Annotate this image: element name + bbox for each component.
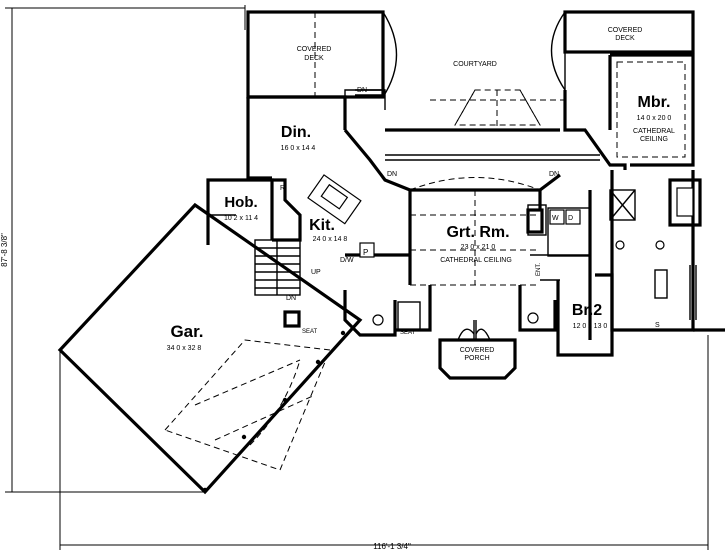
dn-stair-label: DN (286, 295, 296, 302)
kitchen: P D/W R (272, 174, 410, 264)
covered-deck-right-label-1: COVERED (608, 27, 643, 34)
kitchen-size: 24 0 x 14 8 (313, 236, 348, 243)
covered-porch-label-1: COVERED (460, 347, 495, 354)
pantry-label: P (363, 248, 368, 257)
hobby-room-name: Hob. (224, 194, 257, 211)
entry-label: ENT. (536, 263, 542, 276)
dishwasher-label: D/W (340, 257, 354, 264)
entry (343, 285, 557, 337)
overall-depth-label: 87'-8 3/8" (0, 233, 9, 267)
seat-garage-label: SEAT (302, 329, 318, 335)
kitchen-name: Kit. (309, 217, 335, 234)
shower-label: S (655, 322, 660, 329)
master-bedroom-size: 14 0 x 20 0 (637, 115, 672, 122)
up-stair-label: UP (311, 269, 321, 276)
covered-porch (438, 320, 517, 380)
great-room-name: Grt. Rm. (446, 224, 509, 241)
dryer-label: D (568, 215, 573, 222)
hobby-room-size: 10 2 x 11 4 (224, 215, 258, 222)
seat-entry-label: SEAT (400, 330, 416, 336)
dining-room-size: 16 0 x 14 4 (281, 145, 316, 152)
dining-room (246, 89, 386, 180)
master-bedroom-name: Mbr. (638, 94, 671, 111)
stairs (254, 239, 301, 328)
master-bedroom (563, 53, 695, 170)
garage-name: Gar. (170, 322, 203, 341)
utility-rooms (526, 190, 592, 340)
refrigerator-label: R (280, 185, 285, 192)
courtyard-label: COURTYARD (453, 61, 497, 68)
garage (57, 202, 363, 495)
covered-deck-left-label-1: COVERED (297, 46, 332, 53)
garage-size: 34 0 x 32 8 (167, 345, 202, 352)
overall-width-label: 116'-1 3/4" (373, 542, 411, 551)
covered-deck-left-label-2: DECK (304, 55, 324, 62)
dn-deck-label: DN (357, 87, 367, 94)
dining-room-name: Din. (281, 124, 311, 141)
bedroom-2-name: Br.2 (572, 302, 602, 319)
courtyard (385, 89, 565, 132)
covered-porch-label-2: PORCH (464, 355, 489, 362)
master-ceiling-note-1: CATHEDRAL (633, 128, 675, 135)
covered-deck-right (550, 10, 695, 91)
overall-dimension-lines (5, 5, 709, 550)
great-room-ceiling-note: CATHEDRAL CEILING (440, 257, 512, 264)
great-room (343, 128, 600, 286)
dn-right-label: DN (549, 171, 559, 178)
room-labels: COVERED DECK COURTYARD COVERED DECK Mbr.… (167, 27, 675, 362)
covered-deck-right-label-2: DECK (615, 35, 635, 42)
washer-label: W (552, 215, 559, 222)
bedroom-2-size: 12 0 x 13 0 (573, 323, 608, 330)
master-ceiling-note-2: CEILING (640, 136, 668, 143)
dn-left-label: DN (387, 171, 397, 178)
great-room-size: 23 0 x 21 0 (461, 244, 496, 251)
master-bath: S (609, 170, 725, 332)
bedroom-2 (556, 273, 614, 357)
hobby-room (206, 178, 274, 245)
